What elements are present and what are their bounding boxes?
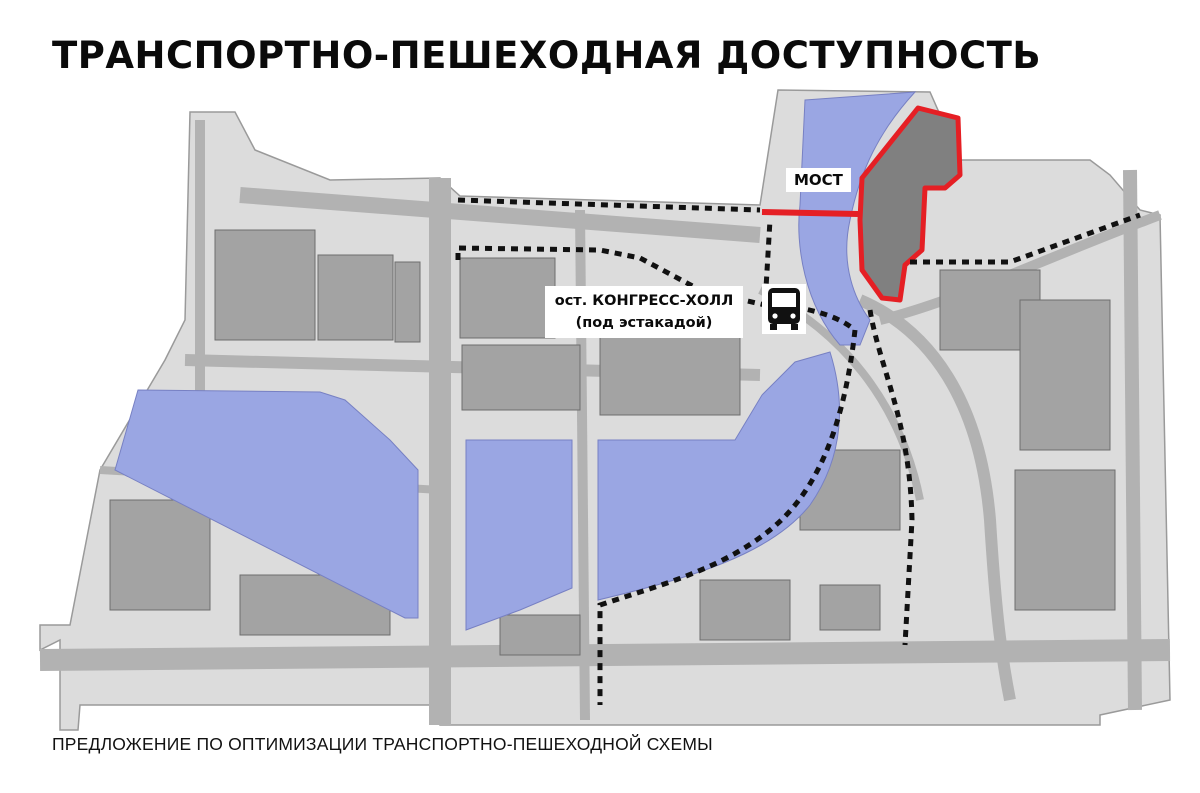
water-areas	[114, 91, 917, 631]
reservoir-middle	[465, 439, 573, 631]
bus-stop-name: ост. КОНГРЕСС-ХОЛЛ	[554, 293, 734, 309]
page-title: ТРАНСПОРТНО-ПЕШЕХОДНАЯ ДОСТУПНОСТЬ	[52, 34, 1042, 77]
bus-stop-label: ост. КОНГРЕСС-ХОЛЛ (под эстакадой)	[545, 286, 743, 338]
map-caption: ПРЕДЛОЖЕНИЕ ПО ОПТИМИЗАЦИИ ТРАНСПОРТНО-П…	[52, 734, 713, 754]
bus-icon	[762, 284, 806, 334]
building-blocks	[109, 229, 1116, 656]
river	[798, 91, 917, 346]
reservoir-east	[597, 351, 841, 601]
highlighted-plot	[857, 105, 963, 303]
bridge-line	[761, 209, 859, 217]
bus-stop-note: (под эстакадой)	[575, 315, 713, 331]
bridge-label: МОСТ	[786, 168, 851, 192]
reservoir-west	[114, 389, 419, 619]
